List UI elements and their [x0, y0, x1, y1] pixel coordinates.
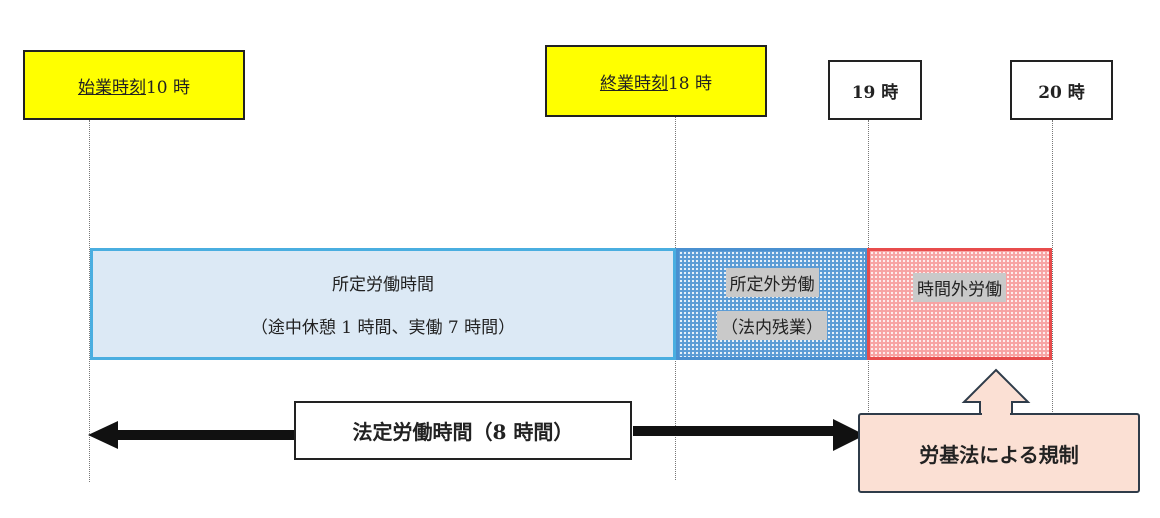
end-time-value: 18 時	[667, 73, 713, 94]
start-time-box: 始業時刻 10 時	[23, 50, 245, 120]
non-prescribed-work-bar: 所定外労働 （法内残業）	[676, 248, 868, 360]
start-time-label: 始業時刻	[77, 77, 146, 98]
legal-hours-arrow	[88, 419, 865, 451]
prescribed-hours-detail: （途中休憩 1 時間、実働 7 時間）	[250, 318, 516, 338]
end-time-box: 終業時刻 18 時	[545, 45, 767, 117]
time-20-label: 20 時	[1038, 82, 1085, 103]
end-time-label: 終業時刻	[599, 73, 668, 94]
up-arrow-shape	[961, 368, 1031, 417]
prescribed-hours-bar: 所定労働時間 （途中休憩 1 時間、実働 7 時間）	[90, 248, 676, 360]
regulation-box: 労基法による規制	[858, 413, 1140, 493]
up-arrow-callout	[961, 368, 1031, 417]
overtime-work-label: 時間外労働	[913, 273, 1006, 302]
guide-10	[89, 120, 90, 482]
time-19-box: 19 時	[828, 60, 922, 120]
regulation-label: 労基法による規制	[919, 442, 1079, 467]
legal-hours-box: 法定労働時間（8 時間）	[294, 401, 632, 460]
non-prescribed-work-detail: （法内残業）	[717, 311, 827, 340]
non-prescribed-work-label: 所定外労働	[725, 268, 819, 297]
time-19-label: 19 時	[851, 82, 899, 103]
arrow-right-head	[833, 419, 865, 451]
legal-hours-label: 法定労働時間（8 時間）	[352, 420, 574, 444]
arrow-right-shaft	[633, 426, 838, 436]
guide-20	[1052, 120, 1053, 420]
overtime-work-bar: 時間外労働	[867, 248, 1052, 360]
prescribed-hours-label: 所定労働時間	[332, 275, 434, 295]
arrow-left-head	[88, 421, 118, 449]
time-20-box: 20 時	[1010, 60, 1113, 120]
callout-seam	[982, 412, 1010, 416]
start-time-value: 10 時	[145, 77, 191, 98]
arrow-left-shaft	[116, 430, 326, 440]
